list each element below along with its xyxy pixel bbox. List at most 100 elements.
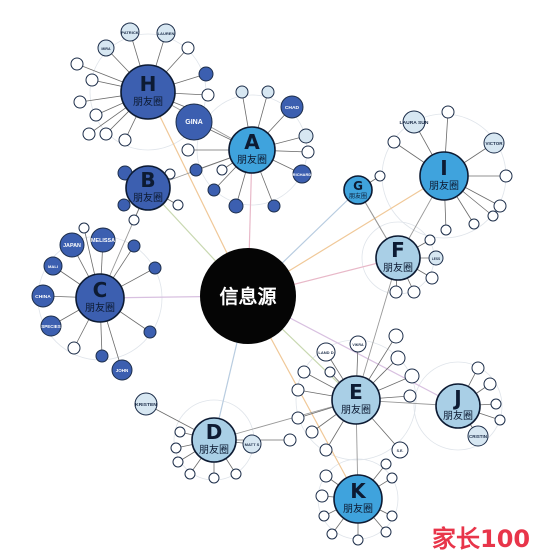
- hub-subtitle: 朋友圈: [85, 301, 115, 314]
- friend-node: [349, 335, 367, 353]
- friend-node: [117, 198, 131, 212]
- hub-subtitle: 朋友圈: [343, 502, 373, 515]
- friend-node: [326, 528, 338, 540]
- friend-node-label: SPECIES: [41, 324, 61, 329]
- hub-letter: B: [140, 168, 155, 192]
- friend-node: [156, 23, 176, 43]
- friend-node: [230, 468, 242, 480]
- hub-subtitle: 朋友圈: [349, 192, 367, 200]
- friend-node: [380, 526, 392, 538]
- hub-letter: G: [353, 179, 363, 193]
- friend-node: [118, 133, 132, 147]
- friend-node-label: RICHARD: [293, 172, 312, 177]
- friend-node-label: S.E.: [397, 449, 404, 453]
- friend-node: [298, 128, 314, 144]
- hub-circle: [120, 64, 176, 120]
- friend-node: [440, 224, 452, 236]
- friend-node: [67, 341, 81, 355]
- hub-circle: [435, 383, 481, 429]
- hub-subtitle: 朋友圈: [133, 191, 163, 204]
- hub-letter: E: [349, 380, 363, 404]
- friend-node: [174, 426, 186, 438]
- friend-node: [283, 433, 297, 447]
- friend-node-label: LAURA SUN: [400, 120, 429, 126]
- friend-node: [70, 57, 84, 71]
- friend-node: [386, 472, 398, 484]
- friend-node: [267, 199, 281, 213]
- friend-node: [319, 469, 333, 483]
- friend-node: [324, 366, 336, 378]
- friend-node: [95, 349, 109, 363]
- friend-node: [291, 383, 305, 397]
- hub-subtitle: 朋友圈: [341, 403, 371, 416]
- hub-letter: J: [452, 386, 461, 410]
- friend-node-label: MATT S: [245, 442, 260, 447]
- friend-node: [404, 368, 420, 384]
- friend-node: [424, 234, 436, 246]
- watermark-text: 家长100: [432, 525, 530, 553]
- friend-node: [493, 199, 507, 213]
- hub-circle: [333, 474, 383, 524]
- friend-node: [403, 389, 417, 403]
- hub-letter: K: [350, 479, 367, 503]
- friend-node: [172, 456, 184, 468]
- hub-letter: H: [140, 72, 157, 96]
- friend-node-label: CHINA: [35, 294, 51, 300]
- friend-node: [216, 164, 228, 176]
- hub-circle: [125, 165, 171, 211]
- friend-node-label: GINA: [185, 119, 203, 126]
- friend-node-label: JAPAN: [63, 243, 81, 249]
- friend-node: [127, 239, 141, 253]
- friend-node: [490, 398, 502, 410]
- friend-node: [184, 468, 196, 480]
- friend-node-label: LAUREN: [158, 31, 175, 36]
- friend-node: [292, 164, 312, 184]
- hub-circle: [331, 375, 381, 425]
- hub-subtitle: 朋友圈: [443, 409, 473, 422]
- friend-node: [170, 442, 182, 454]
- friend-node: [387, 135, 401, 149]
- friend-node: [73, 95, 87, 109]
- friend-node: [198, 66, 214, 82]
- friend-node: [111, 359, 133, 381]
- friend-node: [407, 285, 421, 299]
- friend-node: [499, 169, 513, 183]
- friend-node: [143, 325, 157, 339]
- hub-subtitle: 朋友圈: [237, 153, 267, 166]
- friend-node: [207, 183, 221, 197]
- friend-node: [471, 361, 485, 375]
- friend-node: [235, 85, 249, 99]
- hub-circle: [191, 417, 237, 463]
- friend-node: [494, 414, 506, 426]
- friend-node-label: LESS: [432, 257, 440, 261]
- friend-node: [318, 510, 330, 522]
- friend-node: [128, 214, 140, 226]
- friend-node: [172, 199, 184, 211]
- friend-node-label: MELISSA: [91, 238, 115, 244]
- information-source-node: 信息源: [200, 248, 296, 344]
- hub-subtitle: 朋友圈: [199, 443, 229, 456]
- friend-node: [134, 392, 158, 416]
- friend-node-label: CHAD: [285, 105, 300, 111]
- hub-circle: [343, 175, 373, 205]
- hub-letter: I: [440, 156, 447, 180]
- friend-node: [390, 350, 406, 366]
- hub-letter: A: [244, 130, 260, 154]
- friend-node: [483, 132, 505, 154]
- source-label: 信息源: [219, 285, 276, 308]
- friend-node: [228, 198, 244, 214]
- friend-node: [261, 85, 275, 99]
- friend-node-label: PATRICK: [121, 30, 138, 35]
- hub-subtitle: 朋友圈: [383, 261, 413, 274]
- hub-letter: D: [206, 420, 223, 444]
- friend-node-label: KRISTEN: [135, 402, 157, 408]
- friend-node: [316, 342, 336, 362]
- hub-letter: C: [93, 278, 108, 302]
- friend-node: [483, 377, 497, 391]
